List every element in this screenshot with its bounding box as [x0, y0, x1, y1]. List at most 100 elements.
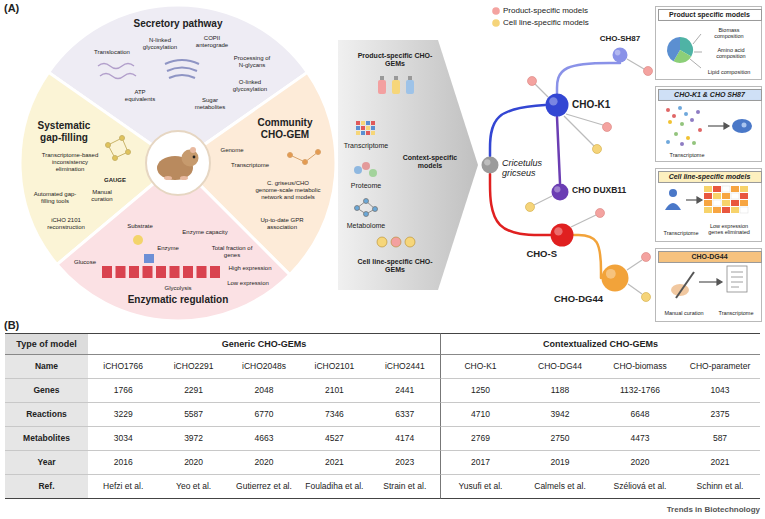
product-model-dot — [528, 77, 537, 86]
section-note: Automated gap-filling tools — [33, 191, 77, 205]
expression-heatmap — [722, 200, 730, 206]
proteome-icon — [362, 162, 370, 170]
arrow-label: Metabolome — [341, 222, 391, 230]
cell-line-node: CHO-DG44 — [601, 264, 629, 292]
glycolysis-steps — [143, 266, 153, 278]
section-heading: Systematic gap-filling — [32, 120, 96, 143]
expression-heatmap — [713, 186, 721, 192]
golgi-stack — [167, 68, 197, 72]
section-note: O-linked glycosylation — [229, 79, 271, 93]
tree-branch — [574, 235, 601, 278]
table-cell: Yusufi et al. — [440, 475, 520, 499]
table-cell: 2769 — [440, 427, 520, 451]
expression-heatmap — [713, 193, 721, 199]
network-sketch — [126, 150, 131, 155]
hamster-icon — [157, 156, 193, 180]
section-note: COPII anterograde — [192, 35, 232, 49]
composition-pie — [674, 50, 692, 63]
network-sketch — [316, 150, 321, 155]
node-highlight — [554, 227, 562, 235]
expression-heatmap — [740, 193, 748, 199]
panel-note: Lipid composition — [704, 69, 754, 75]
table-cell: 4174 — [370, 427, 440, 451]
panel-note: Amino acid composition — [706, 47, 756, 60]
hamster-icon — [190, 147, 196, 153]
table-row-header: Ref. — [5, 475, 88, 499]
glycolysis-steps — [129, 266, 139, 278]
node-circle — [482, 157, 499, 174]
regulation-wedge: Enzymatic regulationSubstrateEnzymeEnzym… — [54, 161, 292, 323]
cell-line-icons — [377, 237, 387, 247]
model-branch — [571, 215, 596, 227]
section-note: Manual curation — [87, 189, 117, 203]
table-cell: 1043 — [680, 379, 760, 403]
legend-text: Cell line-specific models — [503, 18, 589, 28]
product-model-dot — [596, 209, 605, 218]
table-row-header: Name — [5, 355, 88, 379]
glycolysis-steps — [197, 266, 207, 278]
expression-heatmap — [740, 200, 748, 206]
table-cell: 1188 — [520, 379, 600, 403]
glycolysis-steps — [156, 266, 166, 278]
cell-line-node-shape — [551, 183, 569, 201]
table-row-header: Reactions — [5, 403, 88, 427]
table-cell: 2017 — [440, 451, 520, 475]
panel-note: Low expression genes eliminated — [703, 223, 755, 236]
table-header: Generic CHO-GEMs — [88, 333, 440, 355]
product-icons — [408, 76, 412, 80]
panel-letter: (B) — [4, 319, 34, 333]
cell-line-label: CHO-SH87 — [595, 34, 645, 43]
node-circle — [602, 265, 629, 292]
tree-branch — [557, 63, 620, 93]
cell-line-node: CHO DUXB11 — [551, 183, 569, 201]
table-cell: 1250 — [440, 379, 520, 403]
model-panel: Product specific modelsBiomass compositi… — [655, 6, 762, 80]
table-cell: 6648 — [600, 403, 680, 427]
table-cell: Yeo et al. — [158, 475, 228, 499]
metabolome-icon — [355, 206, 360, 211]
transcriptome-icon — [356, 121, 360, 125]
network-sketch — [288, 153, 293, 158]
transcriptome-icon — [366, 131, 370, 135]
flow-arrow — [724, 123, 729, 129]
transcriptome-icon — [361, 131, 365, 135]
substrate-enzyme — [133, 235, 143, 245]
curation-hand — [671, 272, 694, 298]
arrow-fill — [338, 40, 478, 290]
cell-line-label: CHO DUXB11 — [572, 186, 634, 196]
cell-line-label: CHO-DG44 — [547, 294, 603, 305]
expression-heatmap — [713, 207, 721, 213]
table-cell: Schinn et al. — [680, 475, 760, 499]
table-cell: 2291 — [158, 379, 228, 403]
expression-heatmap — [704, 193, 712, 199]
expression-heatmap — [740, 207, 748, 213]
model-branch — [534, 59, 644, 294]
table-cell: Gutierrez et al. — [229, 475, 299, 499]
transcriptome-icon — [361, 121, 365, 125]
hamster-icon — [146, 131, 210, 195]
table-cell: Hefzi et al. — [88, 475, 158, 499]
node-highlight — [606, 269, 616, 279]
table-cell: Strain et al. — [370, 475, 440, 499]
cell-line-model-dot — [593, 145, 602, 154]
transcriptome-icon — [371, 126, 375, 130]
cell-line-node: CHO-K1 — [545, 93, 569, 117]
arrow-label: Transcriptome — [341, 142, 391, 150]
glycolysis-steps — [183, 266, 193, 278]
composition-pie — [680, 37, 693, 57]
section-note: Processing of N-glycans — [231, 55, 273, 69]
wedge-fill — [57, 163, 290, 321]
curation-hand — [671, 284, 689, 296]
arrow-label: Product-specific CHO-GEMs — [355, 52, 435, 68]
species-label: Cricetulus gricseus — [502, 158, 550, 179]
hamster-icon — [182, 150, 199, 167]
cell-line-node: CHO-S — [550, 223, 574, 247]
leader-line — [690, 59, 701, 68]
table-cell: 3942 — [520, 403, 600, 427]
glycolysis-steps — [210, 266, 220, 278]
network-sketch — [115, 152, 128, 158]
substrate-enzyme — [133, 235, 154, 263]
model-branch — [628, 284, 642, 294]
model-branch — [564, 116, 594, 146]
